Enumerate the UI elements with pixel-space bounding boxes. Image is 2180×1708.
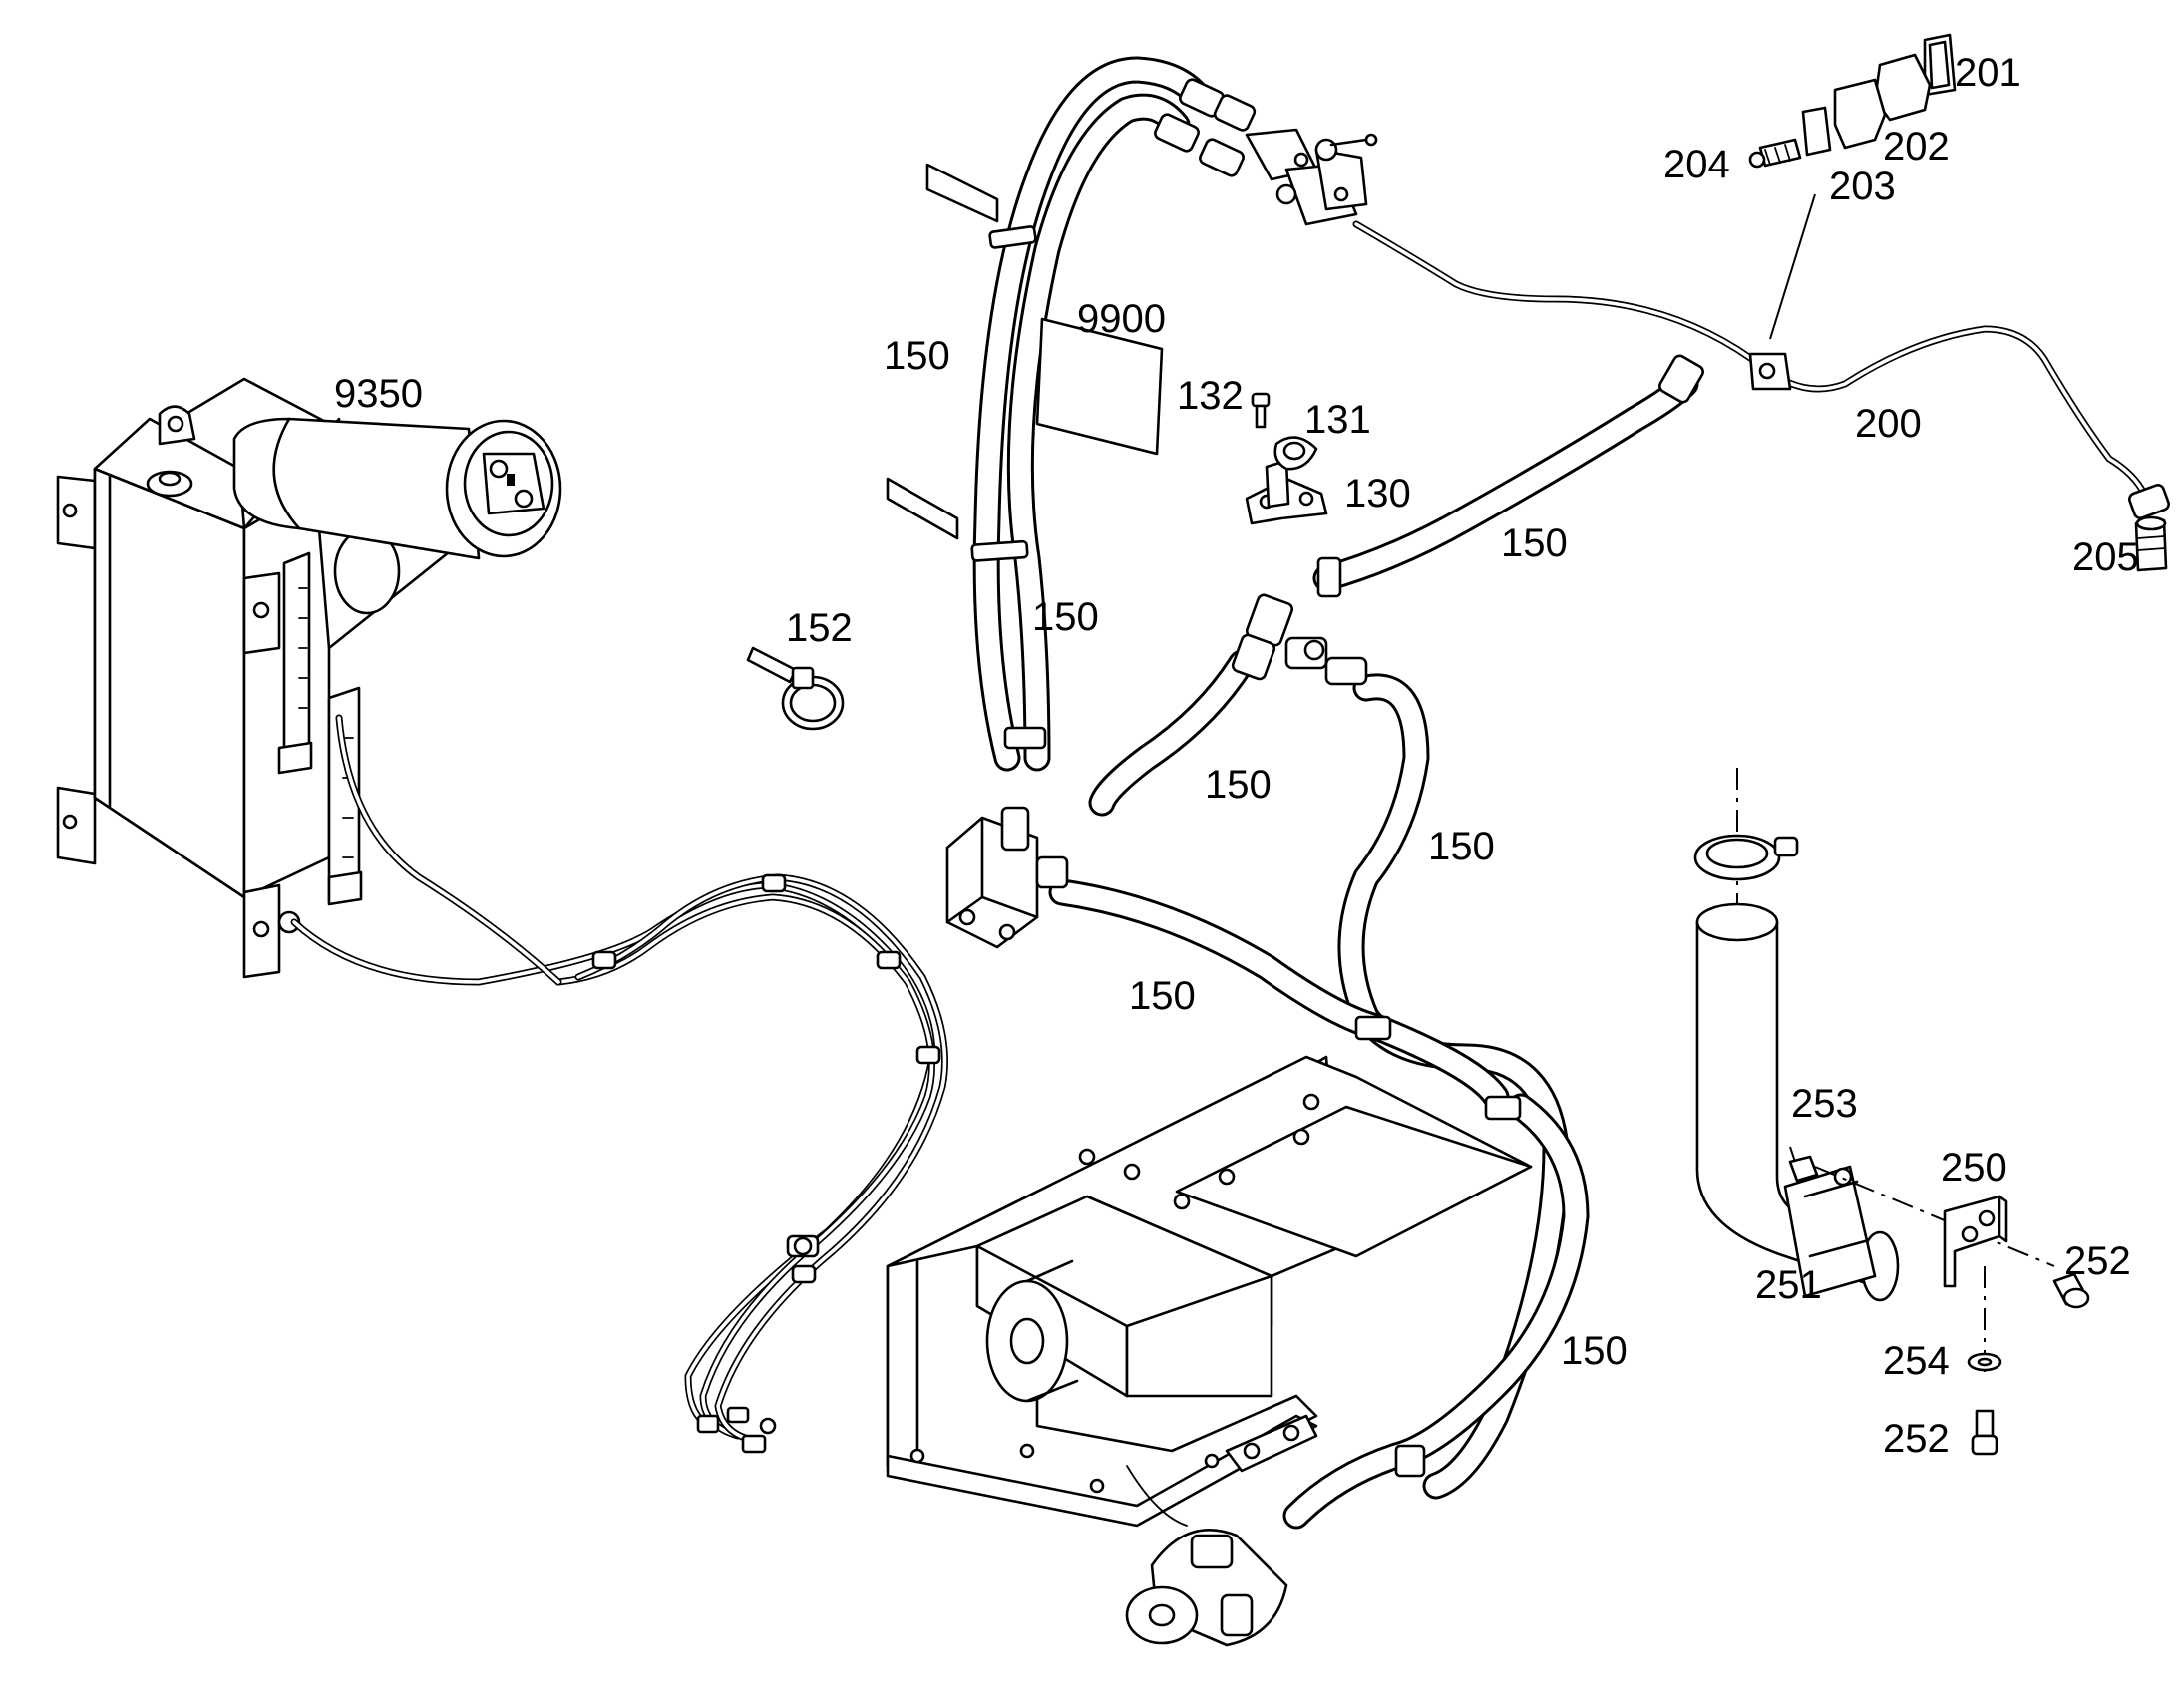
callout-131: 131	[1304, 398, 1371, 442]
screw-132	[1251, 392, 1271, 429]
tee-fitting	[1231, 593, 1368, 686]
callout-150-bottom-right: 150	[1561, 1329, 1628, 1373]
callout-132: 132	[1177, 374, 1244, 418]
callout-252-bottom: 252	[1883, 1417, 1950, 1461]
leader-203	[1769, 193, 1816, 340]
callout-204: 204	[1663, 143, 1730, 186]
callout-9350: 9350	[334, 372, 423, 416]
clamp-kit	[1748, 33, 1957, 169]
callout-253: 253	[1791, 1082, 1858, 1126]
hoses-150	[886, 56, 1704, 1530]
callout-150-short-hose: 150	[1205, 763, 1272, 807]
callout-150-middle-left: 150	[1032, 595, 1099, 639]
callout-130: 130	[1344, 472, 1411, 515]
callout-251: 251	[1755, 1263, 1822, 1307]
callout-201: 201	[1955, 51, 2021, 95]
clip-131	[1273, 436, 1318, 471]
callout-150-upper-left: 150	[884, 334, 950, 378]
wiring-harness	[290, 714, 948, 1454]
pipe-200	[1352, 220, 2170, 572]
condenser-assembly	[56, 377, 562, 979]
cable-tie-152	[746, 646, 845, 731]
callout-250: 250	[1941, 1146, 2007, 1190]
leader-253	[1789, 1146, 1796, 1163]
drain-hose-assembly	[1693, 768, 2090, 1456]
callout-203: 203	[1829, 165, 1896, 208]
callout-150-lower: 150	[1129, 974, 1196, 1018]
callout-200: 200	[1855, 402, 1922, 446]
callout-150-loop-hose: 150	[1428, 825, 1495, 868]
callout-254: 254	[1883, 1339, 1950, 1383]
callout-150-right-hose: 150	[1501, 521, 1568, 565]
callout-152: 152	[786, 606, 853, 650]
callout-252-right: 252	[2064, 1239, 2131, 1283]
bracket-130	[1245, 459, 1328, 525]
callout-202: 202	[1883, 125, 1950, 169]
callout-9900: 9900	[1077, 297, 1166, 341]
callout-205: 205	[2072, 535, 2139, 579]
service-valves	[1154, 78, 1378, 226]
heater-box	[886, 1055, 1533, 1647]
label-plate-9900	[1035, 317, 1164, 456]
valve-block	[945, 806, 1069, 949]
